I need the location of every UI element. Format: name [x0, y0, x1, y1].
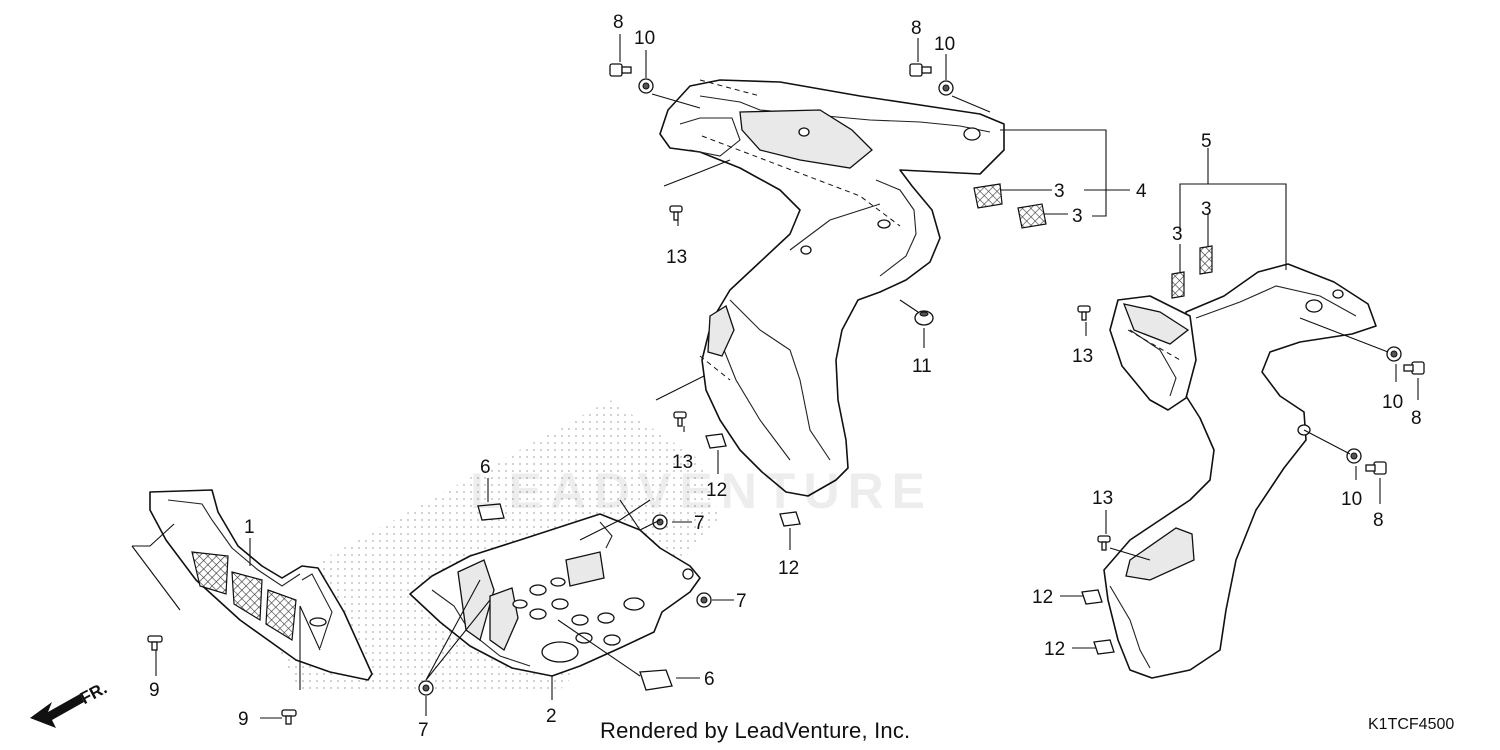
callout-10: 10 [634, 28, 655, 49]
callout-13: 13 [1092, 488, 1113, 509]
part-inner-cover-right [1103, 263, 1377, 679]
nut-11-icon [914, 310, 934, 326]
callout-8: 8 [1411, 408, 1422, 429]
bolt-8-icon [1403, 361, 1425, 375]
callout-6: 6 [480, 457, 491, 478]
callout-11: 11 [912, 356, 932, 377]
callout-13: 13 [1072, 346, 1093, 367]
callout-7: 7 [694, 513, 705, 534]
callout-10: 10 [934, 34, 955, 55]
callout-12: 12 [778, 558, 799, 579]
watermark: LEADVENTURE [470, 463, 934, 519]
clip-12-icon [705, 433, 727, 449]
callout-10: 10 [1382, 392, 1403, 413]
diagram-code: K1TCF4500 [1368, 716, 1455, 733]
bolt-8-icon [1365, 461, 1387, 475]
screw-13-icon [673, 411, 687, 427]
part-inner-cover-upper [659, 79, 1005, 497]
hardware-fasteners [147, 63, 1425, 725]
callout-7: 7 [418, 720, 429, 741]
part-pad-3 [973, 183, 1213, 299]
front-direction-indicator: FR. [30, 678, 110, 728]
screw-13-icon [669, 205, 683, 221]
callout-3: 3 [1072, 206, 1083, 227]
part-clip-6 [477, 503, 673, 691]
screw-13-icon [1097, 535, 1111, 551]
callout-3: 3 [1054, 181, 1065, 202]
callout-3: 3 [1201, 199, 1212, 220]
callout-8: 8 [1373, 510, 1384, 531]
callout-1: 1 [244, 517, 255, 538]
callout-13: 13 [666, 247, 687, 268]
bolt-8-icon [909, 63, 932, 77]
callout-10: 10 [1341, 489, 1362, 510]
bolt-8-icon [609, 63, 632, 77]
clip-12-icon [779, 511, 801, 527]
part-front-lower-cover [149, 489, 373, 681]
callout-6: 6 [704, 669, 715, 690]
washer-10-icon [1346, 448, 1362, 464]
washer-10-icon [938, 80, 954, 96]
callout-12: 12 [706, 480, 727, 501]
callout-12: 12 [1032, 587, 1053, 608]
callout-12: 12 [1044, 639, 1065, 660]
callout-3: 3 [1172, 224, 1183, 245]
callout-7: 7 [736, 591, 747, 612]
under-cover-holes [512, 577, 645, 646]
callout-5: 5 [1201, 131, 1212, 152]
clip-12-icon [1081, 589, 1103, 605]
front-arrow-icon [30, 694, 84, 728]
screw-7-icon [652, 514, 668, 530]
render-credit: Rendered by LeadVenture, Inc. [600, 718, 911, 743]
screw-9-icon [147, 635, 163, 651]
callout-8: 8 [613, 12, 624, 33]
callout-8: 8 [911, 18, 922, 39]
screw-9-icon [281, 709, 297, 725]
washer-10-icon [638, 78, 654, 94]
front-arrow-label: FR. [77, 678, 110, 708]
callout-labels: 1 2 3 3 3 3 4 5 6 6 7 7 7 8 8 8 8 9 9 10… [149, 12, 1422, 741]
callout-13: 13 [672, 452, 693, 473]
leader-lines [131, 34, 1419, 719]
washer-10-icon [1386, 346, 1402, 362]
callout-9: 9 [238, 709, 249, 730]
clip-12-icon [1093, 639, 1115, 655]
callout-2: 2 [546, 706, 557, 727]
callout-9: 9 [149, 680, 160, 701]
screw-13-icon [1077, 305, 1091, 321]
screw-7-icon [418, 680, 434, 696]
part-under-cover [409, 513, 701, 677]
callout-4: 4 [1136, 181, 1147, 202]
screw-7-icon [696, 592, 712, 608]
